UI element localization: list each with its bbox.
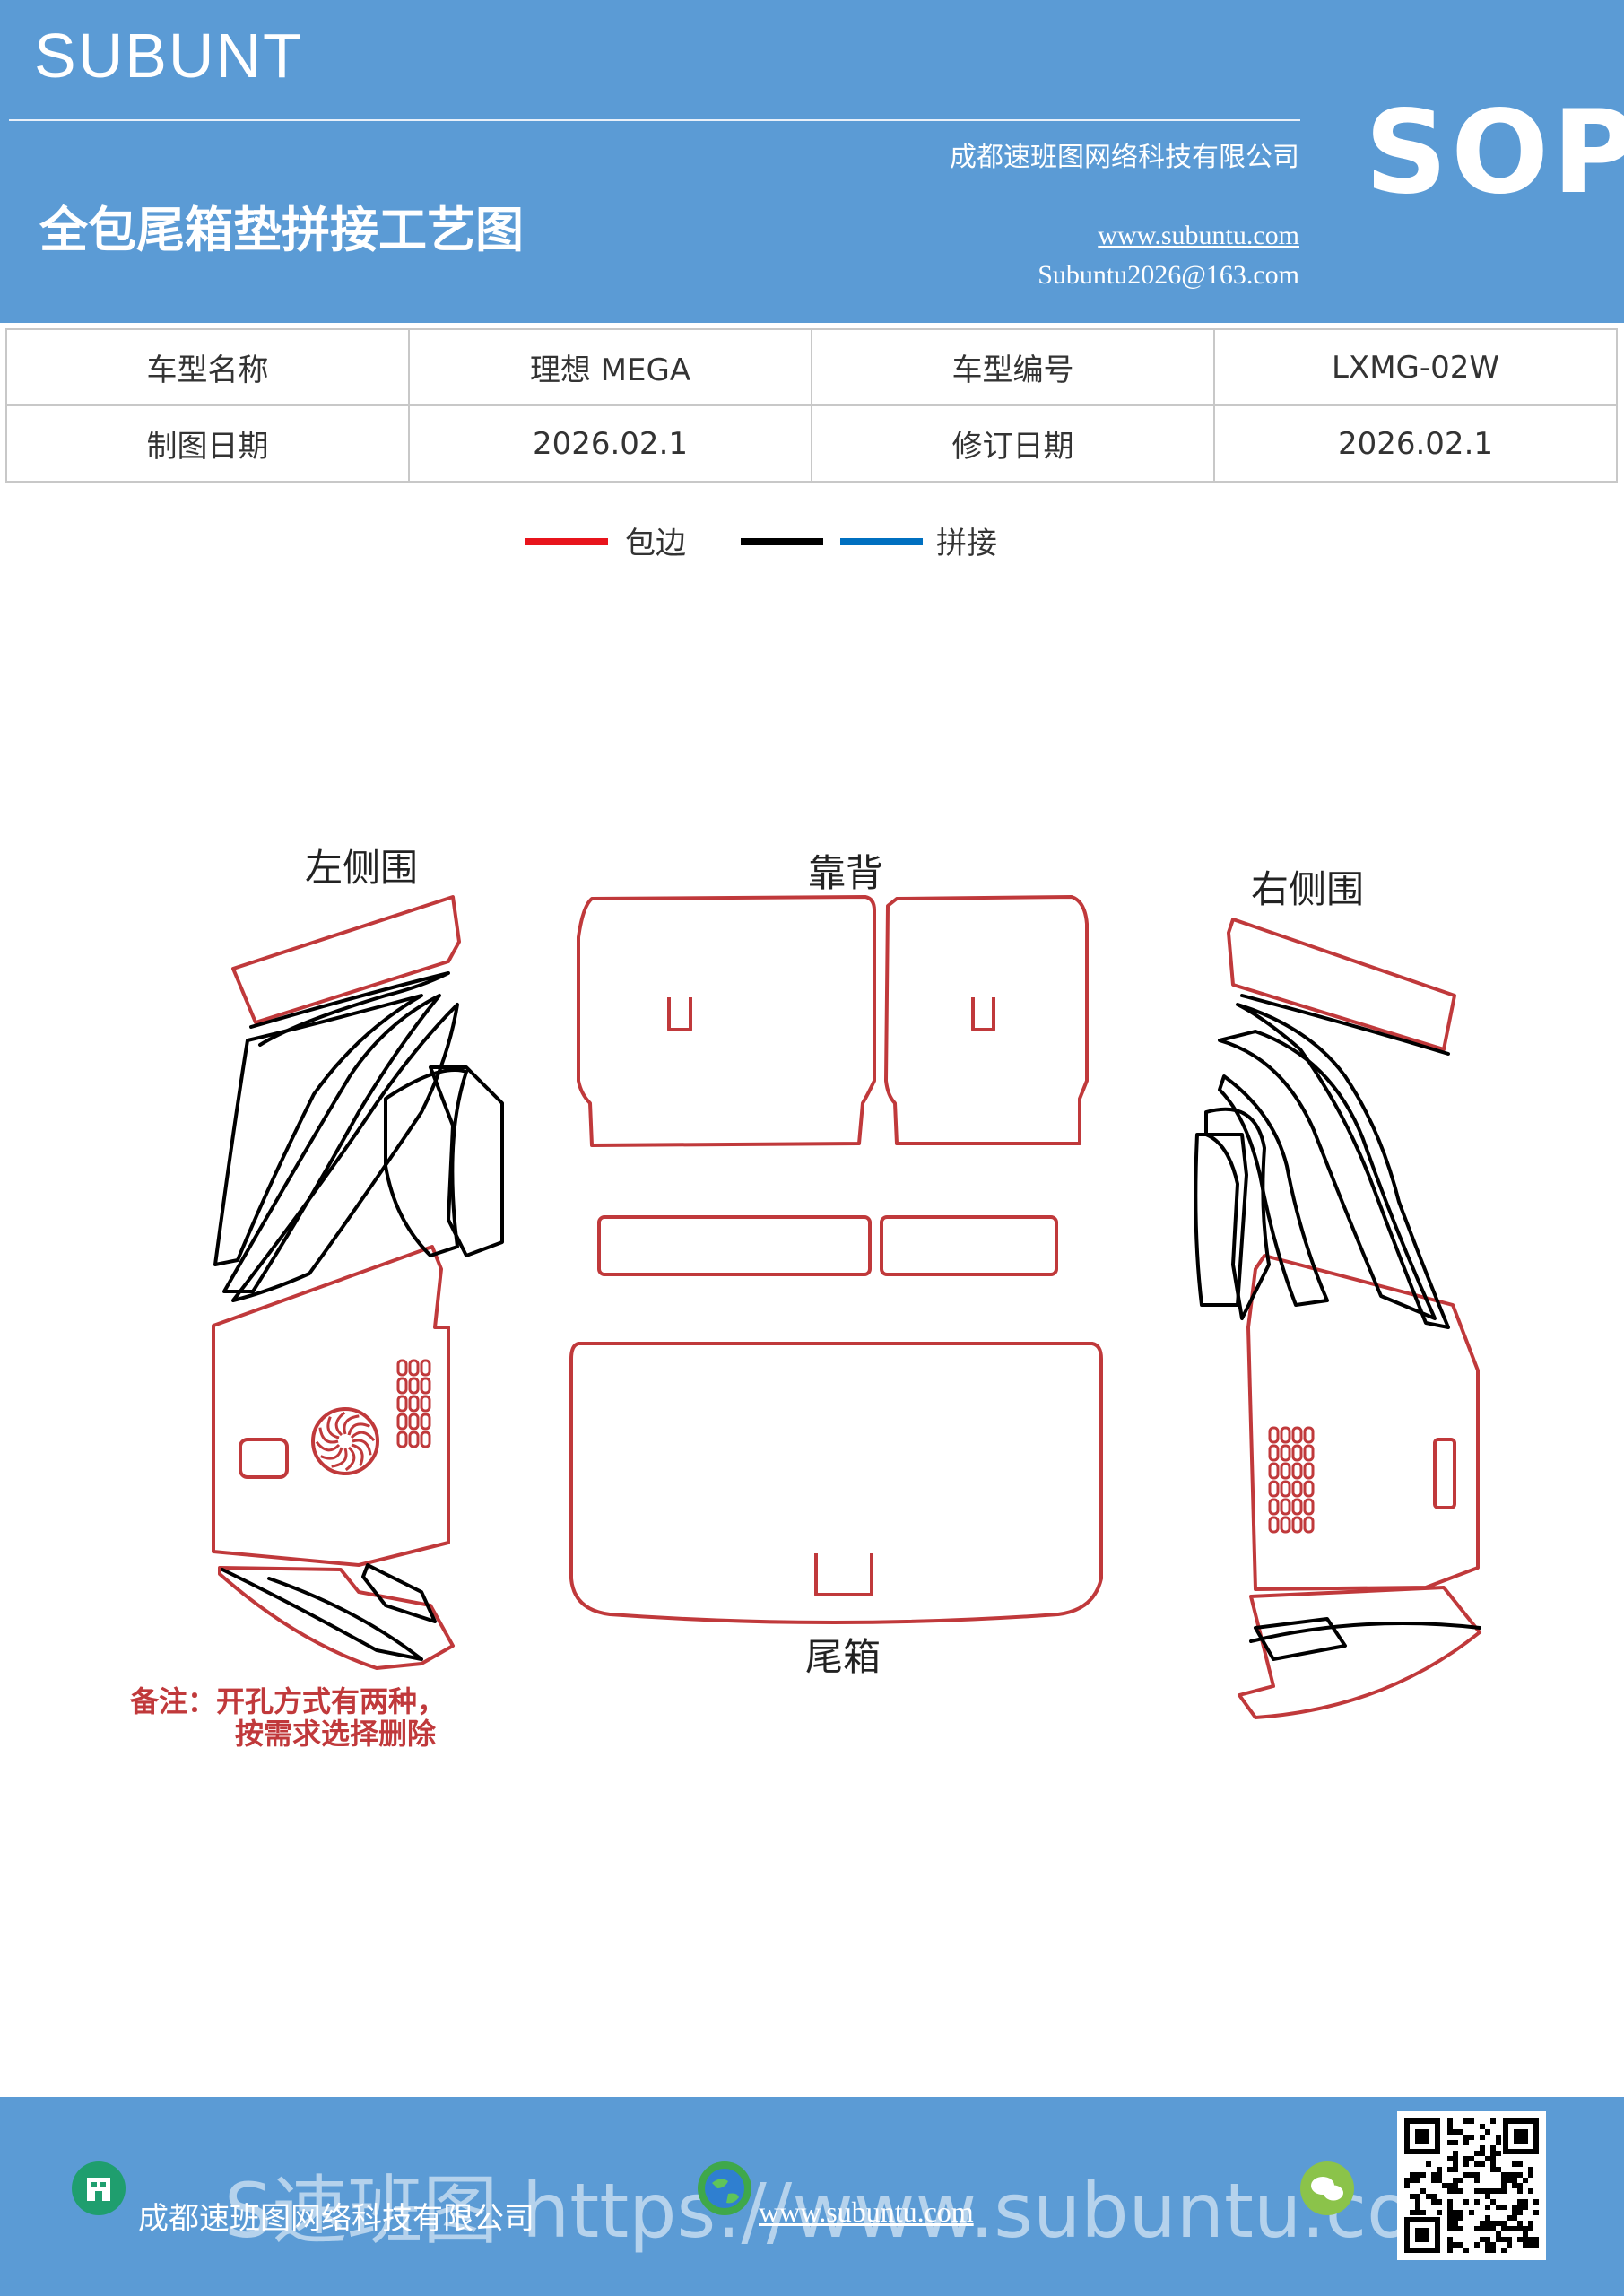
vent-slot <box>408 1359 420 1377</box>
vent-slot <box>1268 1444 1280 1462</box>
speaker-grille-vane <box>343 1414 360 1435</box>
speaker-grille-vane <box>331 1448 348 1468</box>
brand-logo-text: SUBUNT <box>34 21 303 91</box>
speaker-grille-vane <box>344 1446 356 1472</box>
header-banner: SUBUNT 全包尾箱垫拼接工艺图 成都速班图网络科技有限公司 www.subu… <box>0 0 1624 323</box>
vent-slot <box>1303 1498 1315 1516</box>
vent-slot <box>1291 1480 1303 1498</box>
vent-slot <box>396 1377 408 1395</box>
vent-slot <box>1291 1444 1303 1462</box>
vent-slot <box>420 1431 431 1448</box>
table-cell-value: 理想 MEGA <box>408 328 812 406</box>
table-row: 车型名称 理想 MEGA 车型编号 LXMG-02W <box>5 328 1618 406</box>
speaker-grille-vane <box>326 1416 340 1439</box>
vent-slot <box>408 1431 420 1448</box>
vent-slot <box>396 1413 408 1431</box>
table-cell-label: 车型编号 <box>811 328 1215 406</box>
vent-slot <box>1291 1516 1303 1534</box>
qr-code-icon <box>1397 2111 1546 2260</box>
vent-slot <box>1268 1426 1280 1444</box>
right-side-panel <box>1227 918 1481 1719</box>
header-divider <box>9 119 1300 121</box>
speaker-grille-vane <box>351 1443 364 1466</box>
vent-slot <box>420 1377 431 1395</box>
label-backrest: 靠背 <box>808 851 883 895</box>
vent-slot <box>1303 1444 1315 1462</box>
footer-website-link[interactable]: www.subuntu.com <box>759 2196 974 2228</box>
vent-slot <box>420 1395 431 1413</box>
right-side-seams <box>1194 994 1481 1661</box>
legend-label-edge: 包边 <box>625 526 686 561</box>
speaker-grille-vane <box>347 1422 370 1436</box>
vent-slot <box>1303 1426 1315 1444</box>
vent-slot <box>1268 1462 1280 1480</box>
trunk-floor-panel <box>569 1342 1103 1624</box>
left-side-seams <box>213 971 504 1661</box>
speaker-grille-vane <box>350 1431 376 1442</box>
vent-slot <box>408 1413 420 1431</box>
document-title: 全包尾箱垫拼接工艺图 <box>39 201 524 258</box>
globe-icon <box>698 2161 751 2215</box>
trunk-mat-diagram: 左侧围 靠背 右侧围 尾箱 备注：开孔方式有两种， 按需求选择删除 <box>130 846 1481 1751</box>
legend-swatch-seam-black <box>741 538 823 545</box>
vehicle-info-table: 车型名称 理想 MEGA 车型编号 LXMG-02W 制图日期 2026.02.… <box>5 328 1618 483</box>
table-cell-label: 车型名称 <box>5 328 410 406</box>
vent-slot <box>396 1395 408 1413</box>
vent-slot <box>420 1413 431 1431</box>
note-line-2: 按需求选择删除 <box>235 1717 437 1751</box>
table-cell-value: LXMG-02W <box>1213 328 1618 406</box>
vent-slot <box>1280 1498 1291 1516</box>
vent-slot <box>1280 1480 1291 1498</box>
wechat-icon <box>1300 2161 1354 2215</box>
table-cell-value: 2026.02.1 <box>1213 404 1618 483</box>
vent-slot <box>1268 1480 1280 1498</box>
label-right-side: 右侧围 <box>1251 867 1364 911</box>
speaker-grille-vane <box>334 1411 346 1437</box>
table-cell-label: 修订日期 <box>811 404 1215 483</box>
vent-slot <box>1268 1498 1280 1516</box>
table-cell-label: 制图日期 <box>5 404 410 483</box>
vent-slot <box>1280 1444 1291 1462</box>
vent-slot <box>1291 1462 1303 1480</box>
vent-slot <box>1268 1516 1280 1534</box>
email-address[interactable]: Subuntu2026@163.com <box>1038 260 1299 290</box>
legend: 包边 拼接 <box>0 520 1624 574</box>
vent-slot <box>1280 1516 1291 1534</box>
vent-slot <box>1291 1498 1303 1516</box>
vent-slot <box>1303 1480 1315 1498</box>
speaker-grille-vane <box>320 1447 343 1460</box>
speaker-grille-vane <box>315 1440 341 1452</box>
backrest-panels <box>577 895 1089 1276</box>
vent-slot <box>1280 1426 1291 1444</box>
sop-badge: SOP <box>1365 86 1624 220</box>
footer-banner: S速班图 https://www.subuntu.com 成都速班图网络科技有限… <box>0 2097 1624 2296</box>
vent-slot <box>1291 1426 1303 1444</box>
note-line-1: 备注：开孔方式有两种， <box>130 1684 446 1718</box>
company-name: 成都速班图网络科技有限公司 <box>950 142 1299 173</box>
label-trunk: 尾箱 <box>805 1635 881 1679</box>
footer-company-name: 成都速班图网络科技有限公司 <box>138 2201 534 2237</box>
legend-label-seam: 拼接 <box>936 526 997 561</box>
vent-slot <box>408 1395 420 1413</box>
website-link[interactable]: www.subuntu.com <box>1098 221 1299 250</box>
vent-slot <box>408 1377 420 1395</box>
speaker-grille-vane <box>318 1427 339 1444</box>
vent-slot <box>1280 1462 1291 1480</box>
vent-slot <box>1303 1516 1315 1534</box>
vent-slot <box>420 1359 431 1377</box>
building-icon <box>72 2161 126 2215</box>
vent-slot <box>396 1431 408 1448</box>
legend-swatch-seam-blue <box>840 538 923 545</box>
table-cell-value: 2026.02.1 <box>408 404 812 483</box>
left-side-panel <box>212 895 461 1670</box>
speaker-grille-vane <box>352 1439 372 1456</box>
table-row: 制图日期 2026.02.1 修订日期 2026.02.1 <box>5 404 1618 483</box>
vent-slot <box>396 1359 408 1377</box>
vent-slot <box>1303 1462 1315 1480</box>
footer-watermark: S速班图 https://www.subuntu.com <box>224 2167 1487 2255</box>
legend-swatch-edge <box>525 538 608 545</box>
label-left-side: 左侧围 <box>305 846 418 890</box>
